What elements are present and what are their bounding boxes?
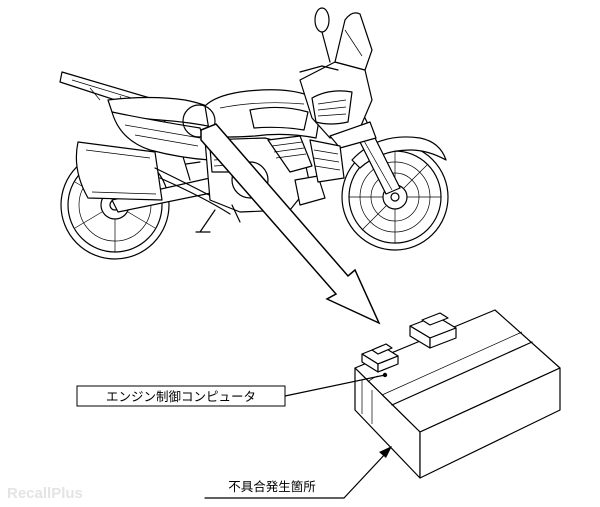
- component-label-text: エンジン制御コンピュータ: [106, 389, 256, 404]
- exhaust-muffler: [75, 141, 231, 215]
- component-label: エンジン制御コンピュータ: [76, 374, 386, 407]
- defect-location-text: 不具合発生箇所: [228, 479, 316, 494]
- defect-location-label: 不具合発生箇所: [204, 446, 392, 499]
- handlebar: [299, 65, 339, 73]
- fuel-tank: [204, 89, 321, 139]
- ecu-connector-right: [409, 312, 457, 349]
- motorcycle-illustration: [59, 7, 449, 260]
- mirror: [314, 7, 331, 63]
- front-fairing: [299, 61, 377, 149]
- watermark: RecallPlus: [7, 485, 83, 502]
- ecu-unit: [354, 309, 561, 479]
- ecu-location-circle: [182, 104, 216, 138]
- side-cover: [111, 111, 211, 161]
- ecu-connector-left: [361, 343, 399, 373]
- windscreen: [334, 12, 373, 71]
- zoom-arrow: [200, 123, 381, 325]
